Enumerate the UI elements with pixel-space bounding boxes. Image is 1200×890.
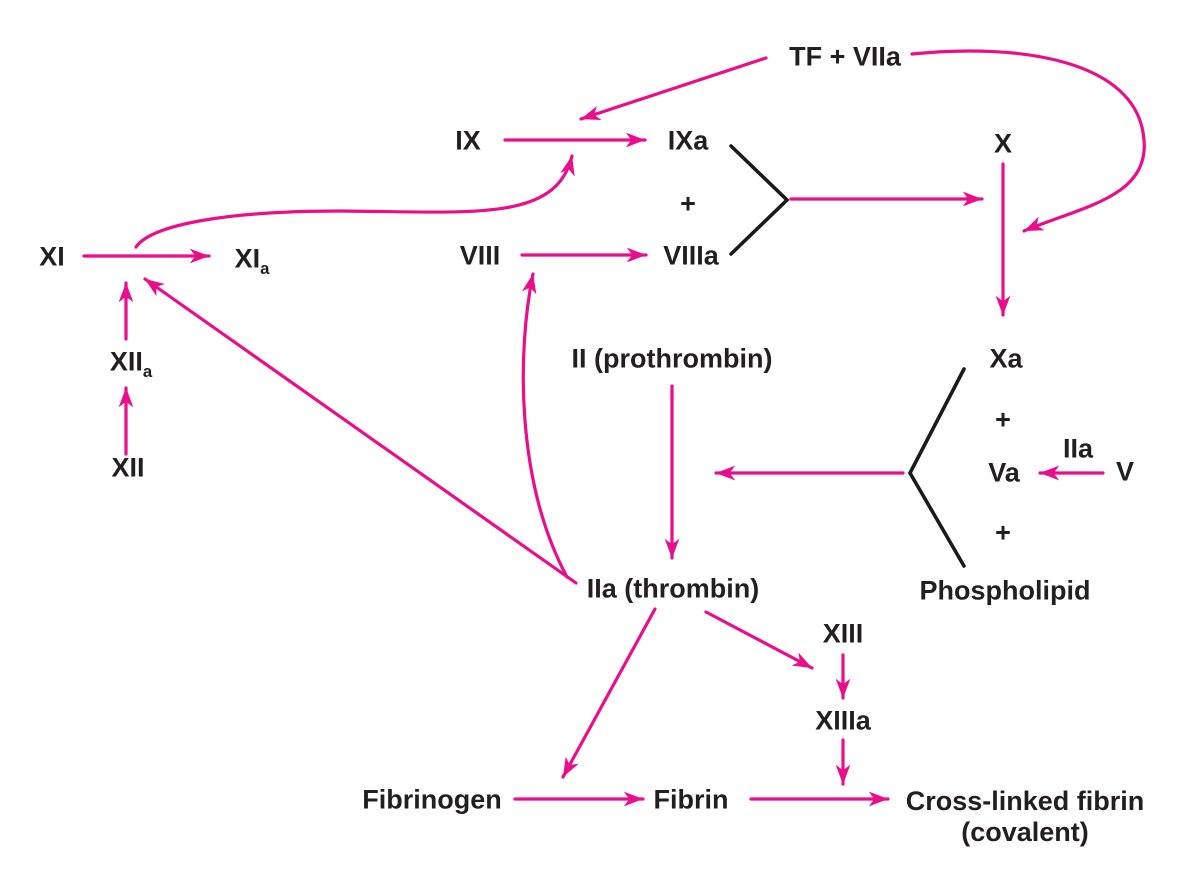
node-xa: Xa [989, 343, 1023, 374]
node-ix: IX [455, 125, 481, 156]
node-ii-prothrombin: II (prothrombin) [571, 343, 773, 374]
node-tf-viia: TF + VIIa [789, 41, 901, 72]
arrow-iia-to-fibrinogen-conversion [561, 607, 657, 779]
bracket-ixa-viiia-complex [729, 144, 790, 256]
node-fibrin: Fibrin [653, 784, 729, 815]
arrow-tfviia-loop-to-x-activation [910, 49, 1146, 233]
node-xii: XII [111, 452, 145, 483]
node-viii: VIII [459, 240, 501, 271]
arrow-xia-to-ix-activation [134, 154, 575, 249]
node-xiiia: XIIIa [815, 705, 871, 736]
plus-ixa-viiia: + [680, 188, 696, 219]
arrow-iia-to-viii-activation [521, 272, 569, 579]
node-fibrinogen: Fibrinogen [362, 784, 502, 815]
node-xiii: XIII [822, 618, 864, 649]
arrow-tfviia-to-ix-activation [579, 56, 768, 121]
arrow-iia-to-xi-activation [143, 277, 578, 585]
node-xiia: XIIa [109, 346, 152, 379]
node-viiia: VIIIa [663, 240, 719, 271]
node-xia-base: XI [234, 243, 261, 274]
plus-xa-va: + [995, 404, 1011, 435]
bracket-xa-va-phospholipid-complex [907, 367, 966, 568]
node-xia: XIa [234, 243, 270, 276]
node-xiia-base: XII [109, 346, 143, 377]
node-iia-thrombin: IIa (thrombin) [586, 573, 760, 604]
node-cross-linked-fibrin-line2: (covalent) [961, 817, 1089, 847]
node-cross-linked-fibrin-line1: Cross-linked fibrin [905, 785, 1145, 816]
node-x: X [993, 128, 1013, 159]
node-va: Va [988, 457, 1020, 488]
arrow-iia-to-xiii-activation [704, 610, 814, 670]
node-phospholipid: Phospholipid [919, 575, 1091, 606]
node-ixa: IXa [667, 125, 709, 156]
node-cross-linked-fibrin: Cross-linked fibrin (covalent) [906, 786, 1145, 848]
node-xiia-subscript: a [142, 361, 153, 381]
plus-va-phospholipid: + [995, 517, 1011, 548]
node-xia-subscript: a [260, 258, 270, 278]
node-iia-over-v-arrow: IIa [1062, 433, 1094, 464]
node-xi: XI [39, 241, 65, 272]
node-v: V [1115, 456, 1135, 487]
